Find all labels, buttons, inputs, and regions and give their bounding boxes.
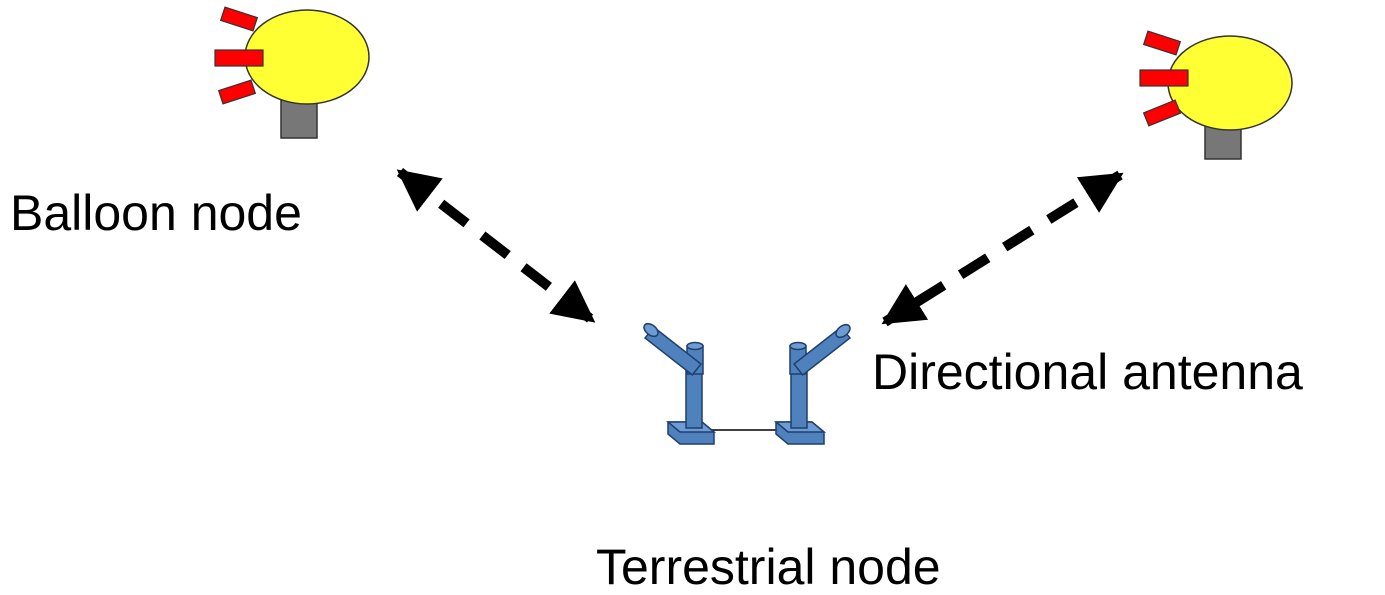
thruster-icon bbox=[1142, 30, 1182, 56]
balloon-node-label: Balloon node bbox=[10, 185, 302, 241]
directional-antenna-icon bbox=[773, 323, 852, 445]
thruster-icon bbox=[217, 79, 257, 105]
link-arrow-left bbox=[396, 168, 596, 324]
thruster-icon bbox=[214, 49, 264, 67]
thruster-icon bbox=[219, 6, 259, 32]
thruster-icon bbox=[1142, 99, 1182, 127]
directional-antenna-label: Directional antenna bbox=[872, 344, 1303, 400]
balloon-node-left-icon bbox=[214, 6, 370, 139]
balloon-envelope-icon bbox=[244, 9, 370, 105]
terrestrial-node-label: Terrestrial node bbox=[596, 539, 941, 595]
link-arrow-right bbox=[881, 170, 1124, 327]
balloon-node-right-icon bbox=[1139, 30, 1293, 160]
terrestrial-node-icon bbox=[643, 322, 852, 445]
thruster-icon bbox=[1139, 69, 1189, 87]
directional-antenna-icon bbox=[643, 322, 717, 445]
payload-box-icon bbox=[280, 97, 318, 139]
